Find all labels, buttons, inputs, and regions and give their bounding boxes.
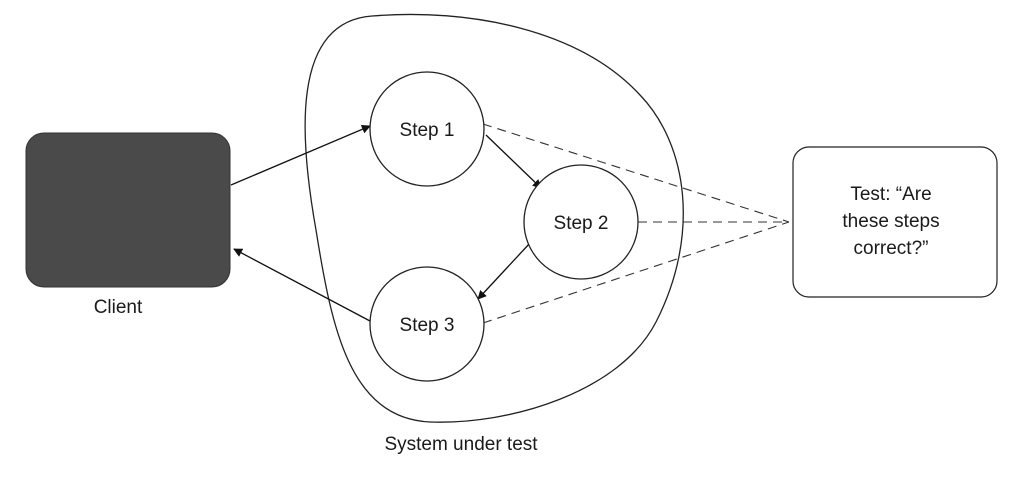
dashed-line-step3-test [482,221,790,324]
step-3-label: Step 3 [400,315,455,336]
system-under-test-label: System under test [384,434,538,455]
test-box [792,146,998,298]
step-1-label: Step 1 [400,120,455,141]
arrow-client-to-step1 [230,125,371,186]
arrow-step3-to-client [233,248,371,322]
dashed-line-step1-test [482,123,790,223]
step-2-node [523,164,639,280]
test-label-line-2: these steps [842,211,939,232]
system-under-test-boundary [304,13,684,423]
test-label-line-1: Test: “Are [850,184,931,205]
test-label-line-3: correct?” [854,238,929,259]
step-3-node [369,266,485,382]
step-1-node [369,71,485,187]
client-box [25,132,231,288]
step-2-label: Step 2 [554,213,609,234]
arrow-step1-to-step2 [485,134,542,189]
arrow-step2-to-step3 [477,242,531,300]
client-label: Client [94,297,143,318]
